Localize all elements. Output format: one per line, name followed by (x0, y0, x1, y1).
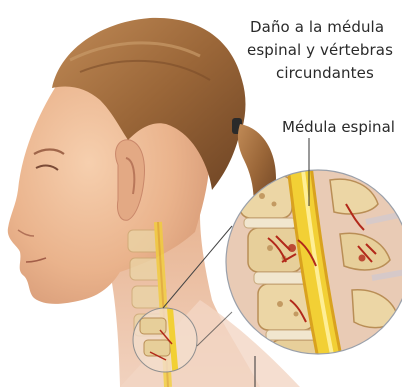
caption-line-3: circundantes (276, 64, 374, 82)
caption-line-1: Daño a la médula (250, 18, 384, 36)
caption-line-2: espinal y vértebras (247, 41, 393, 59)
spinal-cord-label: Médula espinal (282, 118, 395, 136)
